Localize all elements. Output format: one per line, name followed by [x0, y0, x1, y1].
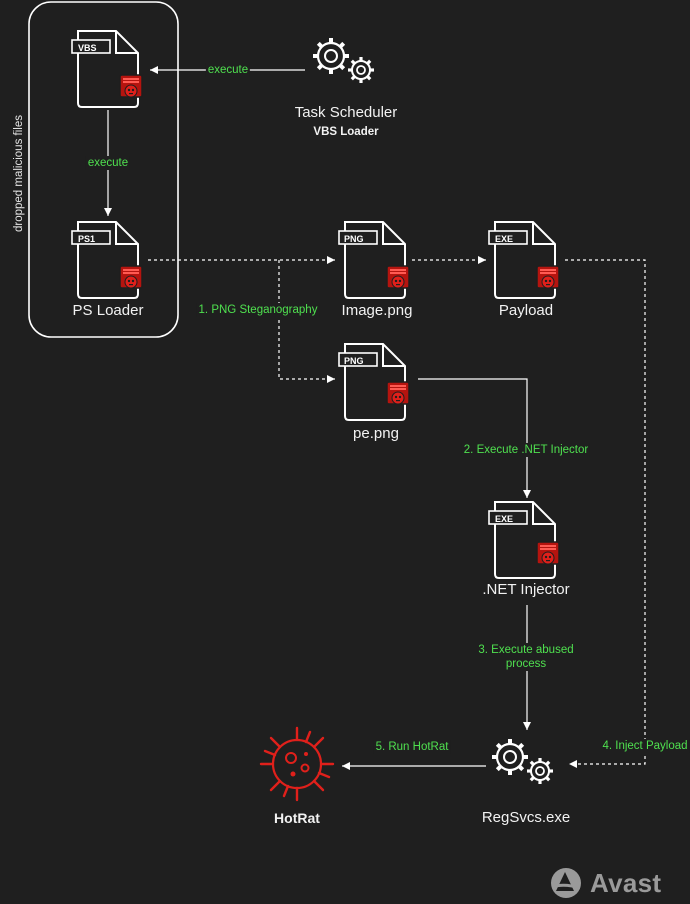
- edge-label-png-steganography: 1. PNG Steganography: [196, 303, 320, 317]
- group-label: dropped malicious files: [13, 115, 25, 232]
- edge-label-execute-abused: 3. Execute abused process: [469, 643, 583, 671]
- vbs-loader-label: VBS Loader: [313, 126, 379, 138]
- image-png-tag: PNG: [344, 234, 364, 244]
- payload-tag: EXE: [495, 234, 513, 244]
- hotrat-virus-icon: [259, 726, 335, 802]
- ps1-file-icon: PS1: [71, 221, 143, 299]
- vbs-file-icon: VBS: [71, 30, 143, 108]
- edge-pe-to-injector: [418, 378, 531, 498]
- avast-logo: Avast: [548, 866, 661, 900]
- edge-label-run-hotrat: 5. Run HotRat: [373, 740, 451, 754]
- avast-logo-icon: [551, 868, 581, 898]
- net-injector-file-icon: EXE: [488, 501, 560, 579]
- edge-label-vbs-execute: execute: [85, 156, 131, 170]
- task-scheduler-label: Task Scheduler: [294, 104, 398, 121]
- edge-label-inject-payload: 4. Inject Payload: [600, 739, 690, 753]
- dropped-files-group: [28, 1, 179, 338]
- pe-png-file-icon: PNG: [338, 343, 410, 421]
- hotrat-label: HotRat: [274, 810, 320, 826]
- image-png-file-icon: PNG: [338, 221, 410, 299]
- vbs-file-tag: VBS: [78, 43, 97, 53]
- edge-label-execute-injector: 2. Execute .NET Injector: [461, 443, 591, 457]
- payload-file-icon: EXE: [488, 221, 560, 299]
- payload-label: Payload: [498, 302, 554, 319]
- edge-ps-to-pe: [278, 260, 335, 383]
- pe-png-tag: PNG: [344, 356, 364, 366]
- edge-label-scheduler-execute: execute: [205, 63, 251, 77]
- avast-logo-text: Avast: [590, 867, 662, 898]
- net-injector-label: .NET Injector: [482, 581, 570, 598]
- pe-png-label: pe.png: [353, 425, 399, 442]
- edge-payload-to-regsvcs: [565, 259, 646, 768]
- ps1-file-tag: PS1: [78, 234, 95, 244]
- task-scheduler-gear-icon: [311, 36, 376, 85]
- image-png-label: Image.png: [341, 302, 413, 319]
- regsvcs-gear-icon: [490, 737, 555, 786]
- net-injector-tag: EXE: [495, 514, 513, 524]
- ps-loader-label: PS Loader: [72, 302, 144, 319]
- regsvcs-label: RegSvcs.exe: [481, 809, 571, 826]
